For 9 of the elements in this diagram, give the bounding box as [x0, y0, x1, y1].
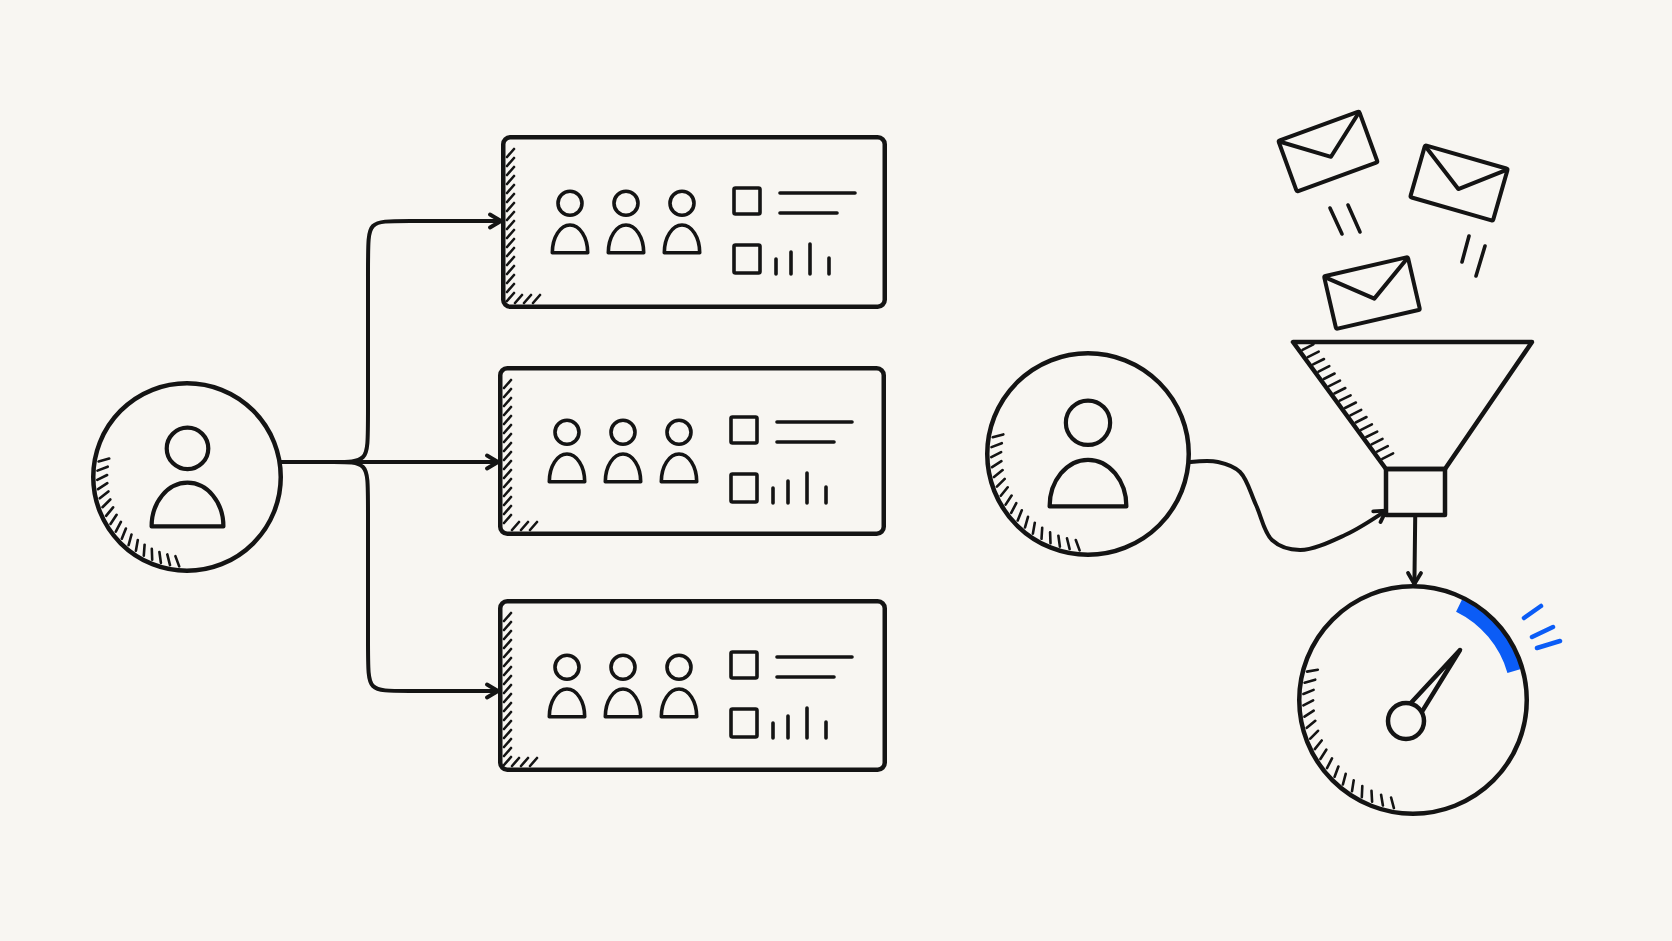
funnel — [1290, 339, 1535, 519]
gauge — [1297, 584, 1529, 816]
arrow — [1188, 459, 1388, 552]
dashboard-card — [501, 135, 887, 309]
avatar-circle — [985, 351, 1191, 557]
avatar-circle — [91, 381, 283, 573]
dashboard-card — [498, 366, 886, 536]
dashboard-card — [498, 599, 887, 772]
arrow — [1406, 515, 1423, 586]
